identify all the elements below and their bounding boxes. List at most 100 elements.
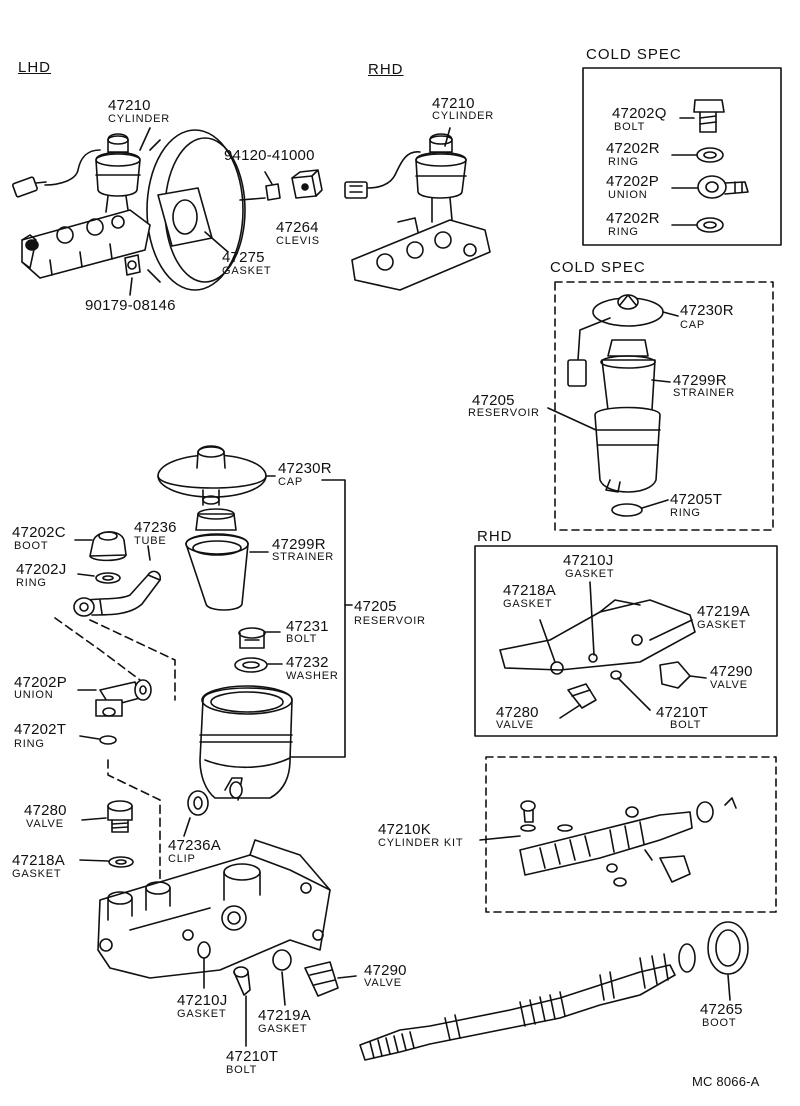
cylinder-kit-frame bbox=[486, 757, 776, 912]
master-cylinder-body bbox=[98, 840, 330, 978]
cold-spec-box-2 bbox=[548, 282, 773, 530]
cs-union-label: UNION bbox=[608, 189, 648, 201]
cap-47230r bbox=[158, 446, 275, 505]
rhd-gasket-19-label: GASKET bbox=[697, 619, 747, 631]
main-47218a-label: 47218A bbox=[12, 852, 65, 869]
rhd-47210-label: 47210 bbox=[432, 95, 475, 112]
cs2-47230r-label: 47230R bbox=[680, 302, 734, 319]
ring-47202j bbox=[78, 573, 120, 583]
reservoir-bracket-line bbox=[275, 480, 345, 757]
main-47202c-label: 47202C bbox=[12, 524, 66, 541]
main-gasket-19-label: GASKET bbox=[258, 1023, 308, 1035]
main-union-label: UNION bbox=[14, 689, 54, 701]
rhd-top-header: RHD bbox=[368, 61, 404, 78]
main-bolt-31-label: BOLT bbox=[286, 633, 318, 645]
cs2-47299r-label: 47299R bbox=[673, 372, 727, 389]
main-ring-j-label: RING bbox=[16, 577, 47, 589]
main-47202t-label: 47202T bbox=[14, 721, 67, 738]
clevis-47264 bbox=[292, 170, 322, 198]
boot-47265-label: 47265 bbox=[700, 1001, 743, 1018]
rhd-gasket-18-label: GASKET bbox=[503, 598, 553, 610]
clip-47236a bbox=[184, 791, 208, 836]
cs-47202p-label: 47202P bbox=[606, 173, 659, 190]
rhd-47280-label: 47280 bbox=[496, 704, 539, 721]
valve-47280 bbox=[82, 801, 132, 832]
valve-47290 bbox=[305, 962, 356, 996]
rhd-47210j-label: 47210J bbox=[563, 552, 614, 569]
part-90179-label: 90179-08146 bbox=[85, 297, 176, 314]
main-47236a-label: 47236A bbox=[168, 837, 221, 854]
tube-47236 bbox=[74, 546, 160, 616]
main-gasket-18-label: GASKET bbox=[12, 868, 62, 880]
cs2-strainer-label: STRAINER bbox=[673, 387, 736, 399]
main-gasket-10j-label: GASKET bbox=[177, 1008, 227, 1020]
main-ring-t-label: RING bbox=[14, 738, 45, 750]
lhd-47275-label: 47275 bbox=[222, 249, 265, 266]
main-47280-label: 47280 bbox=[24, 802, 67, 819]
rhd-valve-90-label: VALVE bbox=[710, 679, 748, 691]
ring-47202t bbox=[100, 736, 116, 744]
main-47205-label: 47205 bbox=[354, 598, 397, 615]
lhd-brake-booster bbox=[147, 130, 243, 290]
main-47219a-label: 47219A bbox=[258, 1007, 311, 1024]
diagram-code: MC 8066-A bbox=[692, 1074, 760, 1089]
rhd-box bbox=[475, 546, 777, 736]
main-47202j-label: 47202J bbox=[16, 561, 67, 578]
main-valve-90-label: VALVE bbox=[364, 977, 402, 989]
main-reservoir-label: RESERVOIR bbox=[354, 615, 426, 627]
main-clip-label: CLIP bbox=[168, 853, 196, 865]
main-strainer-label: STRAINER bbox=[272, 551, 335, 563]
main-boot-label: BOOT bbox=[14, 540, 49, 552]
lhd-47210-label: 47210 bbox=[108, 97, 151, 114]
cs-47202r-label-1: 47202R bbox=[606, 140, 660, 157]
boot-label: BOOT bbox=[702, 1017, 737, 1029]
cs2-47205-label: 47205 bbox=[472, 392, 515, 409]
piston-and-boot bbox=[360, 922, 748, 1060]
main-bolt-10t-label: BOLT bbox=[226, 1064, 258, 1076]
lhd-gasket-label: GASKET bbox=[222, 265, 272, 277]
lhd-cylinder-assembly bbox=[12, 128, 322, 295]
cs-ring-label-1: RING bbox=[608, 156, 639, 168]
boot-47265 bbox=[708, 922, 748, 974]
lhd-cylinder-label: CYLINDER bbox=[108, 113, 171, 125]
rhd-47290-label: 47290 bbox=[710, 663, 753, 680]
cold-spec-frame-1 bbox=[583, 68, 781, 245]
main-47230r-label: 47230R bbox=[278, 460, 332, 477]
bolt-47231 bbox=[239, 628, 280, 648]
rhd-cylinder-assembly bbox=[345, 128, 490, 290]
main-47210j-label: 47210J bbox=[177, 992, 228, 1009]
cs-47202r-label-2: 47202R bbox=[606, 210, 660, 227]
cold-spec-frame-2 bbox=[555, 282, 773, 530]
main-exploded-view bbox=[55, 446, 356, 1046]
main-47232-label: 47232 bbox=[286, 654, 329, 671]
union-47202p bbox=[78, 680, 151, 716]
main-47231-label: 47231 bbox=[286, 618, 329, 635]
cs-47202q-label: 47202Q bbox=[612, 105, 667, 122]
washer-47232 bbox=[235, 658, 282, 672]
reservoir-47205 bbox=[200, 686, 292, 800]
cold-spec-header-2: COLD SPEC bbox=[550, 259, 646, 276]
cs-bolt-label: BOLT bbox=[614, 121, 646, 133]
main-cap-label: CAP bbox=[278, 476, 304, 488]
cs-ring-label-2: RING bbox=[608, 226, 639, 238]
gasket-47218a bbox=[80, 857, 133, 867]
nut-94120 bbox=[266, 184, 280, 200]
kit-47210k-label: 47210K bbox=[378, 821, 431, 838]
rhd-box-header: RHD bbox=[477, 528, 513, 545]
cold-spec-header-1: COLD SPEC bbox=[586, 46, 682, 63]
clevis-47264-number: 47264 bbox=[276, 219, 319, 236]
rhd-47210t-label: 47210T bbox=[656, 704, 709, 721]
bolt-47210t bbox=[234, 967, 250, 1046]
rhd-47218a-label: 47218A bbox=[503, 582, 556, 599]
lhd-header: LHD bbox=[18, 59, 52, 76]
clevis-label: CLEVIS bbox=[276, 235, 320, 247]
rhd-cylinder-label: CYLINDER bbox=[432, 110, 495, 122]
strainer-47299r bbox=[186, 509, 268, 610]
main-valve-80-label: VALVE bbox=[26, 818, 64, 830]
rhd-47219a-label: 47219A bbox=[697, 603, 750, 620]
rhd-valve-80-label: VALVE bbox=[496, 719, 534, 731]
rhd-gasket-10j-label: GASKET bbox=[565, 568, 615, 580]
rhd-frame bbox=[475, 546, 777, 736]
rhd-bolt-label: BOLT bbox=[670, 719, 702, 731]
